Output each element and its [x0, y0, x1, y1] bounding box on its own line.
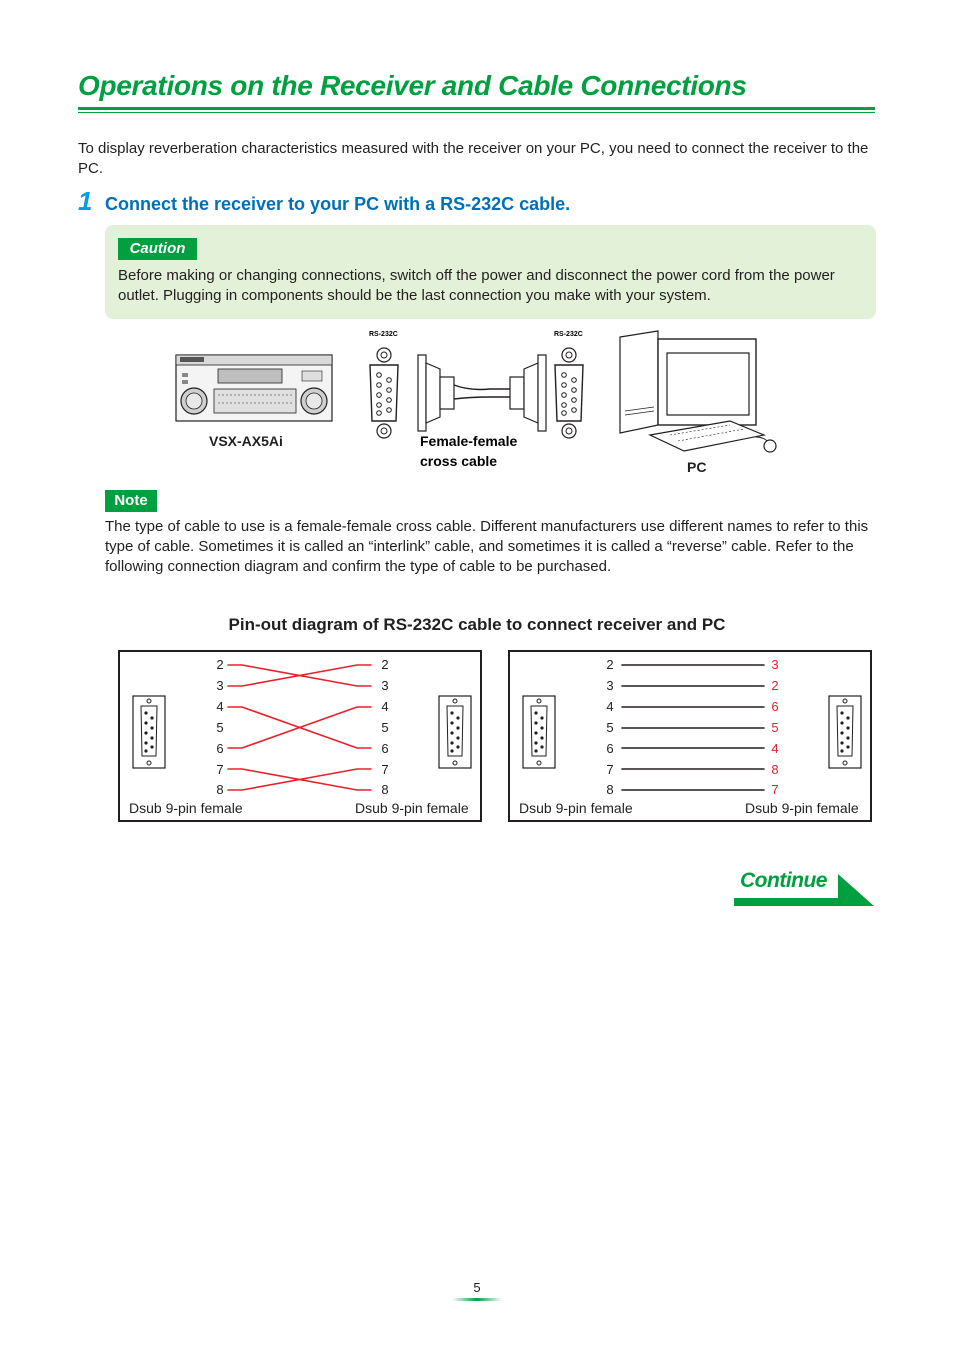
step-number: 1	[78, 186, 93, 216]
rs232c-left-label: RS-232C	[369, 331, 398, 338]
dsub-port-right-icon	[554, 347, 584, 439]
pinout-diagram-left: 2 3 4 5 6 7 8 2 3 4 5 6 7 8 Dsub 9-pin f…	[118, 650, 482, 822]
page-number-underline	[452, 1298, 502, 1301]
title-rule	[78, 107, 875, 110]
dsub-port-left-icon	[369, 347, 399, 439]
dsub-connector-icon	[132, 695, 166, 769]
pin-number: 3	[606, 678, 614, 693]
intro-paragraph: To display reverberation characteristics…	[78, 140, 869, 177]
pin-number: 4	[606, 699, 614, 714]
pc-icon	[619, 330, 777, 453]
pinout-diagram-right: 2 3 4 5 6 7 8 3 2 6 5 4 8 7 Dsub 9-pin f…	[508, 650, 872, 822]
pin-number-remapped: 6	[771, 699, 779, 714]
pin-number: 3	[216, 678, 224, 693]
step-heading: Connect the receiver to your PC with a R…	[105, 194, 571, 214]
pin-number: 6	[606, 741, 614, 756]
dsub-connector-icon	[828, 695, 862, 769]
rs232c-right-label: RS-232C	[554, 331, 583, 338]
cable-label-line1: Female-female	[420, 433, 517, 449]
title-rule-thin	[78, 112, 875, 113]
pin-number-remapped: 3	[771, 657, 779, 672]
cross-cable-icon	[417, 354, 547, 432]
pin-number-remapped: 5	[771, 720, 779, 735]
pin-number: 4	[216, 699, 224, 714]
pin-number-remapped: 4	[771, 741, 779, 756]
continue-arrow-icon[interactable]	[734, 872, 876, 908]
dsub-label-right: Dsub 9-pin female	[355, 800, 469, 816]
receiver-icon	[175, 354, 333, 422]
caution-box	[105, 225, 876, 319]
pin-number-remapped: 7	[771, 782, 779, 797]
pin-number: 4	[381, 699, 389, 714]
dsub-connector-icon	[438, 695, 472, 769]
pin-number-remapped: 8	[771, 762, 779, 777]
pin-number: 8	[381, 782, 389, 797]
dsub-label-left: Dsub 9-pin female	[519, 800, 633, 816]
pin-number: 5	[606, 720, 614, 735]
pin-number: 7	[216, 762, 224, 777]
pin-number: 2	[216, 657, 224, 672]
pin-number: 7	[606, 762, 614, 777]
pin-number: 6	[381, 741, 389, 756]
dsub-connector-icon	[522, 695, 556, 769]
pin-number: 2	[381, 657, 389, 672]
note-label: Note	[105, 490, 157, 512]
pin-number: 3	[381, 678, 389, 693]
pinout-title: Pin-out diagram of RS-232C cable to conn…	[228, 615, 726, 634]
page-title: Operations on the Receiver and Cable Con…	[78, 70, 747, 101]
pin-number: 7	[381, 762, 389, 777]
pin-number: 2	[606, 657, 614, 672]
cable-label-line2: cross cable	[420, 453, 497, 469]
pinout-left-wires	[132, 664, 472, 791]
pin-number-remapped: 2	[771, 678, 779, 693]
pin-number: 6	[216, 741, 224, 756]
pc-label: PC	[687, 459, 707, 475]
pinout-right-wires	[522, 664, 862, 791]
receiver-label: VSX-AX5Ai	[209, 433, 283, 449]
pin-number: 5	[216, 720, 224, 735]
dsub-label-left: Dsub 9-pin female	[129, 800, 243, 816]
note-text: The type of cable to use is a female-fem…	[105, 518, 869, 575]
pin-number: 8	[606, 782, 614, 797]
dsub-label-right: Dsub 9-pin female	[745, 800, 859, 816]
caution-label: Caution	[118, 238, 197, 260]
page-number: 5	[473, 1280, 481, 1295]
pin-number: 8	[216, 782, 224, 797]
caution-text: Before making or changing connections, s…	[118, 267, 835, 304]
continue-button[interactable]: Continue	[740, 869, 827, 892]
pin-number: 5	[381, 720, 389, 735]
connection-illustration: RS-232C Female-female cross cable RS-232…	[175, 330, 777, 469]
